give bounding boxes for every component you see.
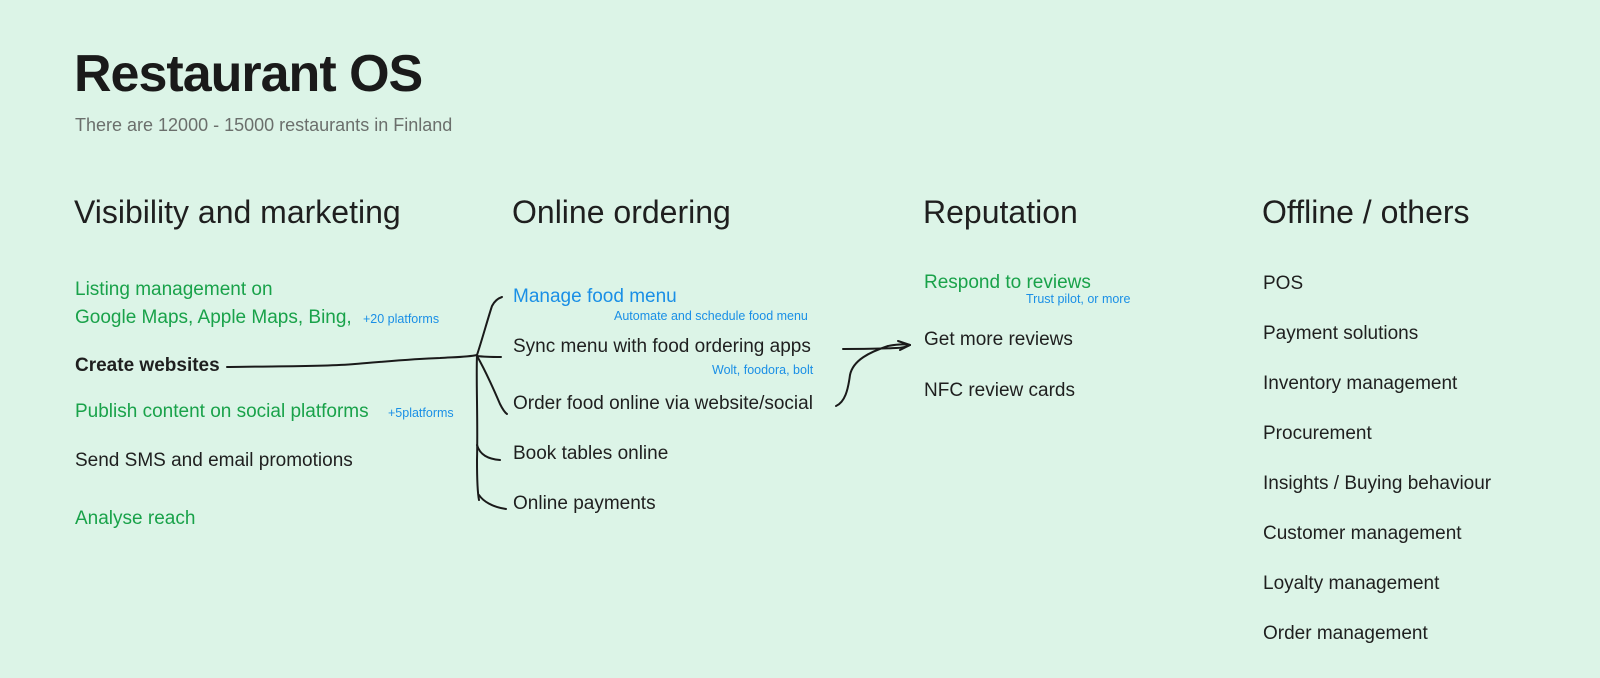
connector-hub-to-sync-menu [476,355,502,358]
item-sms-email: Send SMS and email promotions [75,450,353,471]
offline-item: Order management [1263,623,1428,644]
note-manage-menu: Automate and schedule food menu [614,309,808,323]
offline-item: Procurement [1263,423,1372,444]
connector-hub-spine [475,354,480,501]
connector-hub-to-book-tables [476,444,501,461]
item-online-payments: Online payments [513,493,656,514]
offline-item: POS [1263,273,1304,294]
note-listing-platforms: +20 platforms [363,312,440,326]
item-manage-food-menu: Manage food menu [513,286,677,307]
connector-arrow-tip [897,340,911,351]
offline-item: Inventory management [1263,373,1458,394]
offline-item: Payment solutions [1263,323,1419,344]
connector-hub-to-order-online [476,355,508,415]
connector-hub-to-manage-menu [476,296,503,356]
item-analyse-reach: Analyse reach [75,508,196,529]
connector-hub-to-payments [478,494,507,510]
offline-item: Loyalty management [1263,573,1440,594]
note-respond-reviews: Trust pilot, or more [1026,292,1131,306]
heading-online-ordering: Online ordering [512,194,731,230]
offline-item: Insights / Buying behaviour [1263,473,1492,494]
note-publish-platforms: +5platforms [388,406,454,420]
item-order-food-online: Order food online via website/social [513,393,813,414]
item-sync-menu: Sync menu with food ordering apps [513,336,811,357]
offline-item: Customer management [1263,523,1462,544]
item-book-tables: Book tables online [513,443,669,464]
heading-offline: Offline / others [1262,194,1470,230]
item-publish-content: Publish content on social platforms [75,401,369,422]
connector-order-to-reviews [835,343,911,407]
page-subtitle: There are 12000 - 15000 restaurants in F… [75,115,453,135]
item-listing-management-line2: Google Maps, Apple Maps, Bing, [75,307,352,328]
item-respond-reviews: Respond to reviews [924,272,1091,293]
item-get-more-reviews: Get more reviews [924,329,1073,350]
heading-visibility: Visibility and marketing [74,194,401,230]
connector-sync-to-reviews [842,344,911,350]
item-create-websites: Create websites [75,355,220,376]
heading-reputation: Reputation [923,194,1078,230]
note-sync-apps: Wolt, foodora, bolt [712,363,814,377]
page-title: Restaurant OS [74,45,423,103]
item-listing-management-line1: Listing management on [75,279,273,300]
connector-create-websites-to-hub [226,354,478,368]
item-nfc-review-cards: NFC review cards [924,380,1075,401]
